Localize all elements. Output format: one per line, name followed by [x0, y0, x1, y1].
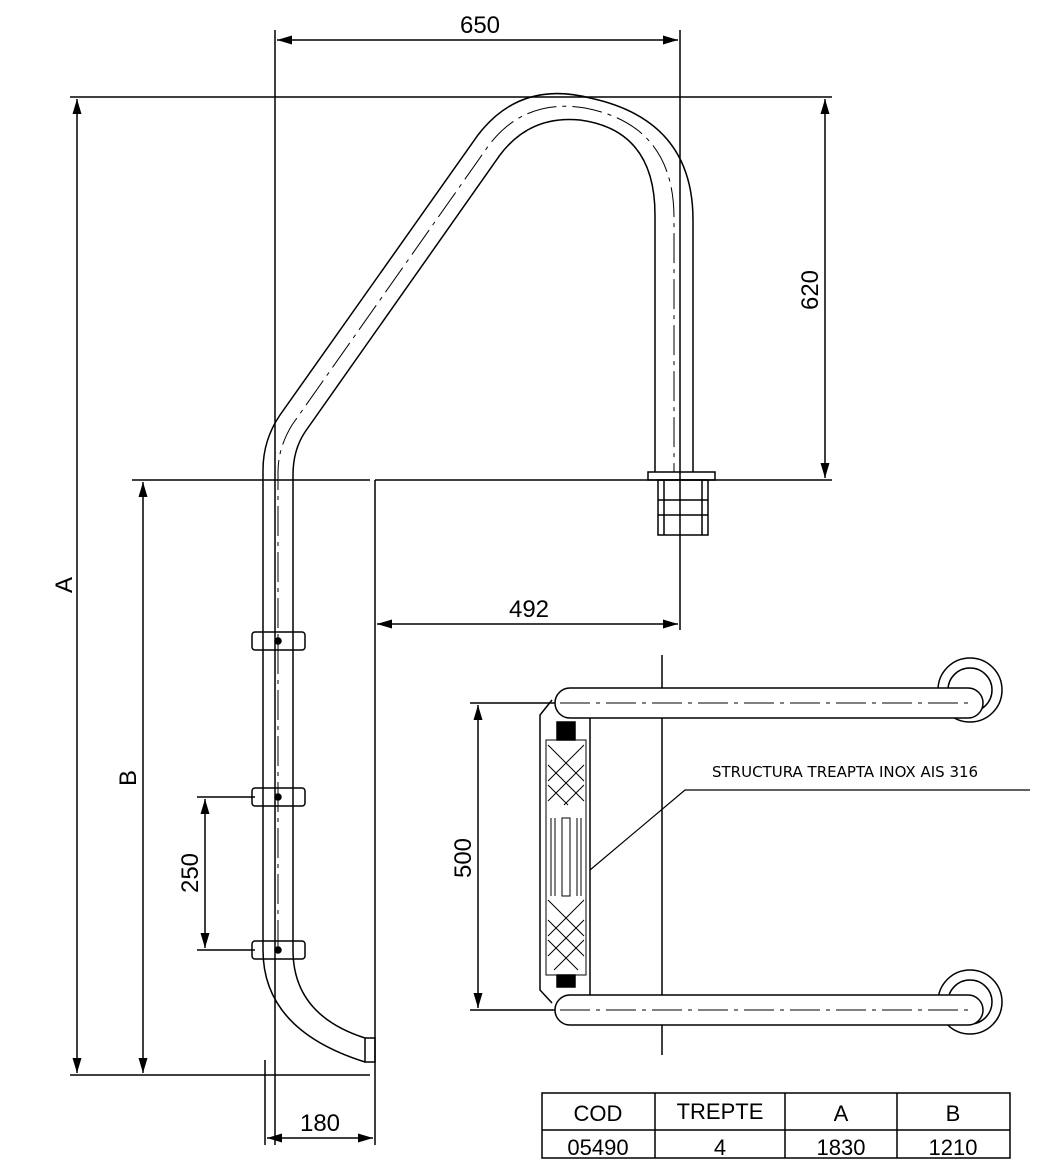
dim-180: 180: [300, 1110, 340, 1137]
dim-A: A: [51, 577, 78, 593]
table-cell-trepte: 4: [714, 1135, 726, 1160]
dim-B: B: [115, 770, 142, 786]
dim-250: 250: [177, 853, 204, 893]
dimension-lines: [72, 35, 830, 1143]
table-cell-a: 1830: [817, 1135, 866, 1160]
dim-500: 500: [450, 838, 477, 878]
dim-492: 492: [509, 596, 549, 623]
table-cell-cod: 05490: [567, 1135, 628, 1160]
handrail-tube: [262, 92, 694, 1063]
anchor-flange: [647, 471, 716, 536]
table-header-cod: COD: [574, 1101, 623, 1126]
dim-650: 650: [460, 12, 500, 39]
table-header-a: A: [834, 1101, 849, 1126]
plan-view: [470, 655, 1030, 1055]
table-header-trepte: TREPTE: [677, 1099, 764, 1124]
table-header-b: B: [946, 1101, 961, 1126]
table-cell-b: 1210: [929, 1135, 978, 1160]
step-brackets: [251, 631, 306, 960]
spec-table: [541, 1092, 1011, 1159]
dim-620: 620: [797, 270, 824, 310]
material-annotation: STRUCTURA TREAPTA INOX AIS 316: [712, 763, 978, 781]
extension-lines: [70, 30, 832, 1145]
